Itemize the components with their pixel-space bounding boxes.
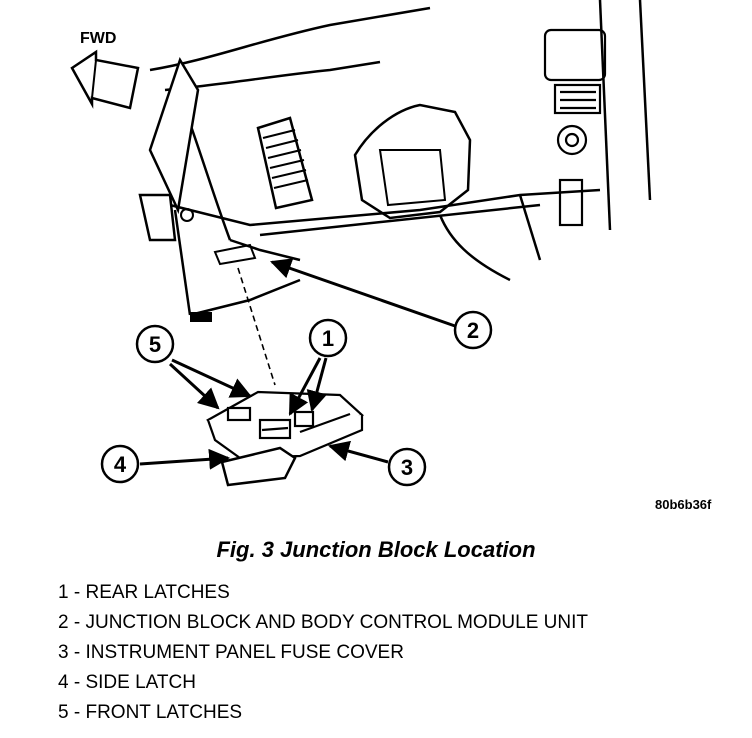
instrument-panel	[149, 0, 652, 317]
diagram-illustration: 5 1 2 4 3	[70, 0, 652, 487]
figure-code: 80b6b36f	[655, 497, 712, 512]
legend-item: 3 - INSTRUMENT PANEL FUSE COVER	[58, 642, 404, 663]
legend-list: 1 - REAR LATCHES 2 - JUNCTION BLOCK AND …	[58, 578, 588, 728]
leader-line	[237, 267, 276, 386]
legend-item: 1 - REAR LATCHES	[58, 582, 230, 603]
figure-caption: Fig. 3 Junction Block Location	[216, 537, 536, 562]
callout-1: 1	[308, 318, 348, 358]
svg-text:4: 4	[114, 452, 127, 477]
svg-text:5: 5	[149, 332, 161, 357]
callout-4: 4	[100, 444, 140, 484]
svg-text:1: 1	[322, 326, 334, 351]
callout-3: 3	[387, 447, 427, 487]
legend-item: 2 - JUNCTION BLOCK AND BODY CONTROL MODU…	[58, 612, 588, 633]
svg-text:2: 2	[467, 318, 479, 343]
dash-opening	[353, 103, 472, 220]
fwd-label: FWD	[80, 30, 117, 47]
callout-2: 2	[453, 310, 493, 350]
svg-text:3: 3	[401, 455, 413, 480]
legend-item: 5 - FRONT LATCHES	[58, 702, 243, 723]
left-bracket	[138, 57, 200, 242]
air-vent	[256, 116, 314, 210]
callout-5: 5	[135, 324, 175, 364]
center-stack	[543, 28, 607, 227]
legend-item: 4 - SIDE LATCH	[58, 672, 196, 693]
callout-arrows	[139, 258, 456, 470]
fuse-cover	[220, 446, 297, 487]
fwd-arrow-icon	[70, 49, 140, 110]
